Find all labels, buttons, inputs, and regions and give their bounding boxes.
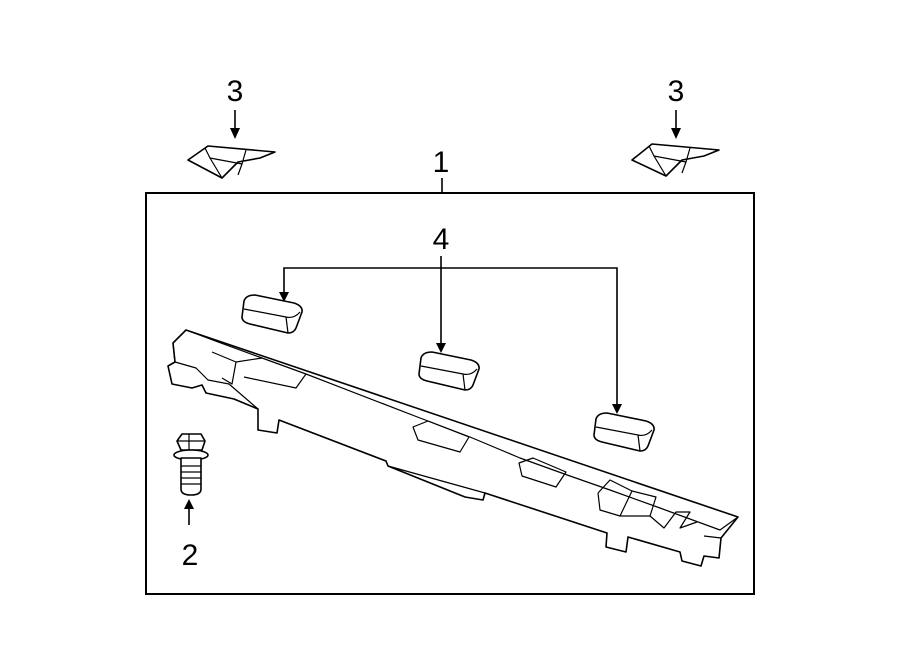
callout-2-label: 2 — [182, 539, 199, 572]
callout-4-label: 4 — [433, 223, 450, 256]
pad-right — [593, 412, 655, 452]
bolt — [173, 433, 209, 496]
assembly-frame — [145, 192, 755, 595]
callout-3-right-label: 3 — [668, 75, 685, 108]
callout-3-right-arrowhead — [671, 128, 681, 139]
clip-left — [187, 145, 276, 179]
callout-3-left-arrowhead — [230, 128, 240, 139]
pad-center — [418, 351, 480, 391]
callout-4-arrowhead-center — [436, 343, 446, 353]
clip-right — [631, 143, 720, 177]
callout-4-leader-left — [283, 267, 441, 294]
callout-3-left-label: 3 — [227, 75, 244, 108]
callout-2-arrowhead — [184, 499, 194, 509]
pad-left — [241, 294, 303, 334]
callout-4-leader-right — [441, 267, 618, 406]
bumper-absorber — [167, 329, 739, 567]
callout-1-label: 1 — [433, 146, 450, 179]
callout-4-arrowhead-right — [612, 404, 622, 414]
callout-4-arrowhead-left — [279, 292, 289, 302]
